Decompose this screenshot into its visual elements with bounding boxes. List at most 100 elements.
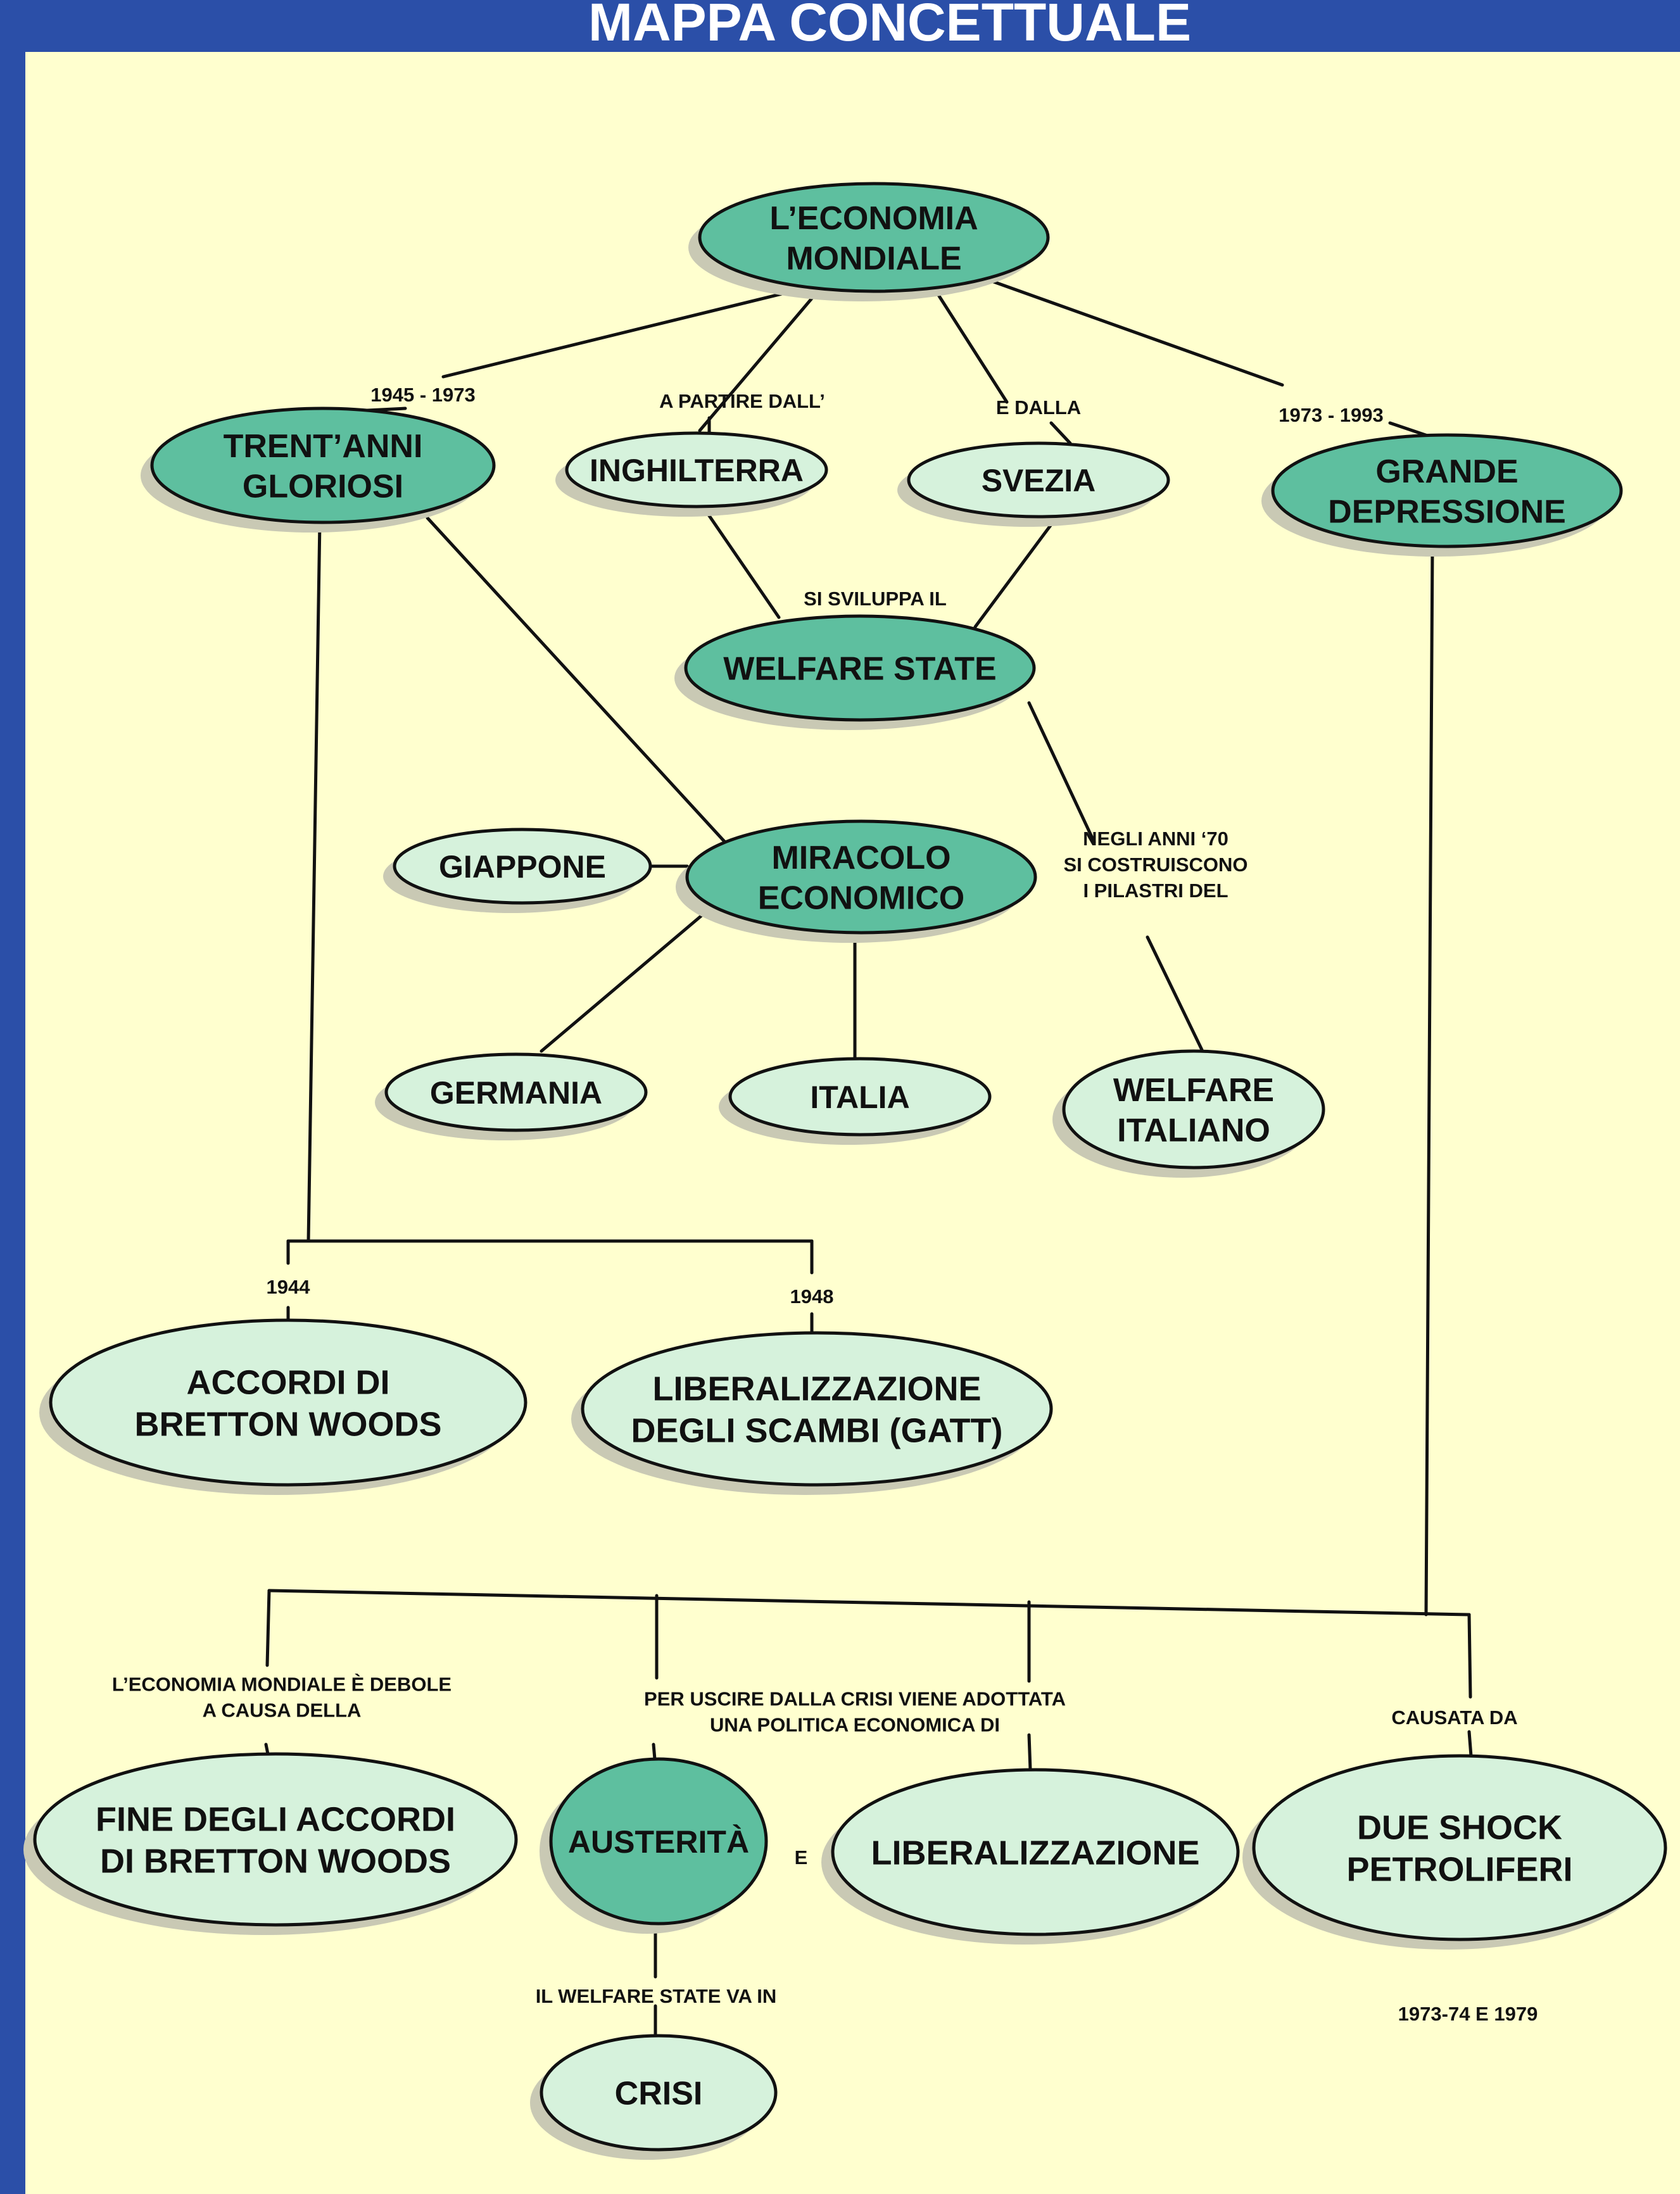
node-label: WELFARE STATE [723, 651, 996, 688]
link-label-text: A CAUSA DELLA [203, 1699, 362, 1722]
link-label-l1948: 1948 [790, 1285, 834, 1308]
node-ellipse [384, 1052, 648, 1132]
connector-line [701, 505, 781, 619]
connector-line [265, 1589, 271, 1667]
link-label-welfareva: IL WELFARE STATE VA IN [536, 1985, 777, 2007]
node-ellipse [1252, 1754, 1667, 1941]
node-ellipse [393, 828, 652, 905]
node-giappone: GIAPPONE [383, 828, 652, 913]
link-label-l1944: 1944 [267, 1276, 311, 1298]
node-italia: ITALIA [719, 1057, 992, 1145]
connector-lines [264, 277, 1473, 2038]
connector-line [973, 514, 1059, 629]
node-label: PETROLIFERI [1346, 1850, 1572, 1888]
node-ellipse [581, 1331, 1053, 1487]
node-label: WELFARE [1113, 1072, 1274, 1109]
link-labels: 1945 - 1973 A PARTIRE DALL’ E DALLA 1973 - … [112, 384, 1538, 2025]
link-label-text: NEGLI ANNI ‘70 [1083, 828, 1228, 850]
node-ellipse [728, 1057, 992, 1137]
left-border [0, 0, 25, 2194]
link-label-text: 1948 [790, 1285, 834, 1308]
node-germania: GERMANIA [375, 1052, 648, 1140]
connector-line [1027, 701, 1096, 844]
link-label-text: SI SVILUPPA IL [804, 588, 947, 610]
link-label-text: PER USCIRE DALLA CRISI VIENE ADOTTATA [644, 1688, 1066, 1710]
node-label: FINE DEGLI ACCORDI [96, 1801, 455, 1839]
link-label-text: 1945 - 1973 [370, 384, 475, 406]
node-label: DEPRESSIONE [1328, 493, 1566, 530]
connector-line [698, 283, 825, 432]
node-liberalizzazione: LIBERALIZZAZIONE [821, 1768, 1240, 1945]
connector-line [264, 1743, 270, 1756]
node-label: ECONOMICO [758, 879, 964, 916]
link-label-edalla: E DALLA [996, 396, 1081, 419]
link-label-apartire: A PARTIRE DALL’ [659, 390, 825, 412]
node-label: LIBERALIZZAZIONE [871, 1834, 1200, 1872]
link-label-e: E [795, 1846, 808, 1869]
link-label-causata: CAUSATA DA [1391, 1706, 1517, 1729]
node-label: MONDIALE [786, 240, 961, 277]
node-label: GLORIOSI [243, 468, 403, 505]
node-label: GIAPPONE [439, 849, 606, 885]
link-label-debole: L’ECONOMIA MONDIALE È DEBOLE A CAUSA DELL… [112, 1674, 452, 1722]
link-label-peruscire: PER USCIRE DALLA CRISI VIENE ADOTTATA UNA… [644, 1688, 1066, 1736]
node-label: GRANDE [1375, 453, 1518, 490]
link-label-l1945: 1945 - 1973 [370, 384, 475, 406]
node-ellipse [33, 1752, 518, 1927]
node-ellipse [549, 1757, 768, 1926]
connector-line [426, 516, 727, 844]
node-label: TRENT’ANNI [224, 428, 423, 465]
connector-line [540, 910, 708, 1053]
node-label: LIBERALIZZAZIONE [653, 1370, 982, 1408]
node-label: BRETTON WOODS [135, 1405, 442, 1443]
node-ellipse [698, 182, 1050, 293]
node-ellipse [685, 819, 1037, 935]
link-label-text: A PARTIRE DALL’ [659, 390, 825, 412]
link-label-text: E DALLA [996, 396, 1081, 419]
link-label-text: UNA POLITICA ECONOMICA DI [710, 1714, 1000, 1736]
connector-line [1424, 546, 1434, 1617]
node-svezia: SVEZIA [897, 441, 1170, 527]
node-label: DEGLI SCAMBI (GATT) [631, 1411, 1003, 1449]
node-label: ACCORDI DI [187, 1364, 390, 1402]
link-label-text: IL WELFARE STATE VA IN [536, 1985, 777, 2007]
node-ellipse [831, 1768, 1240, 1936]
node-label: DI BRETTON WOODS [100, 1842, 451, 1880]
connector-line [983, 277, 1284, 387]
connector-line [441, 283, 820, 379]
link-label-text: E [795, 1846, 808, 1869]
link-label-text: I PILASTRI DEL [1083, 879, 1228, 902]
connector-line [652, 1743, 657, 1761]
header-band [0, 0, 1680, 52]
link-label-text: 1944 [267, 1276, 311, 1298]
link-label-l1973: 1973 - 1993 [1279, 404, 1383, 426]
node-ellipse [49, 1318, 527, 1487]
link-label-sisviluppa: SI SVILUPPA IL [804, 588, 947, 610]
node-label: GERMANIA [430, 1075, 602, 1111]
node-label: INGHILTERRA [590, 453, 804, 488]
node-label: DUE SHOCK [1357, 1809, 1562, 1847]
node-ellipse [540, 2034, 778, 2152]
link-label-text: 1973-74 E 1979 [1398, 2003, 1538, 2025]
connector-line [306, 520, 322, 1243]
connector-line [1146, 935, 1204, 1052]
node-label: L’ECONOMIA [769, 200, 978, 237]
node-label: SVEZIA [982, 463, 1096, 498]
node-label: ITALIA [810, 1080, 909, 1115]
link-label-text: L’ECONOMIA MONDIALE È DEBOLE [112, 1674, 452, 1696]
node-crisi: CRISI [530, 2034, 778, 2160]
connector-line [932, 286, 1009, 404]
node-ellipse [150, 407, 496, 524]
node-ellipse [565, 431, 828, 508]
node-label: ITALIANO [1117, 1112, 1270, 1149]
